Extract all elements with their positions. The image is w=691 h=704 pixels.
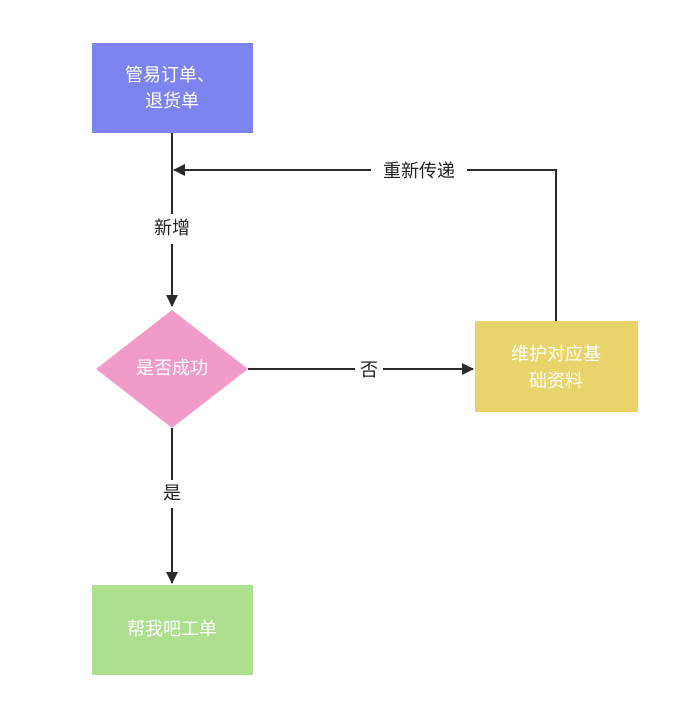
node-fix-line2: 础资料 bbox=[529, 371, 583, 392]
edge-yes-label-bg bbox=[158, 480, 186, 508]
edge-add-label-bg bbox=[147, 214, 197, 244]
node-decision-diamond bbox=[96, 310, 248, 428]
node-fix-line1: 维护对应基 bbox=[511, 344, 601, 365]
edge-no-label: 否 bbox=[360, 360, 378, 381]
node-end: 帮我吧工单 bbox=[92, 585, 253, 675]
edge-resend-label-bg bbox=[371, 156, 467, 186]
node-start-line2: 退货单 bbox=[145, 91, 199, 112]
node-fix-box bbox=[475, 321, 638, 412]
edge-resend-label: 重新传递 bbox=[383, 161, 455, 182]
edges: 新增 否 是 重新传递 bbox=[147, 133, 557, 584]
node-decision: 是否成功 bbox=[96, 310, 248, 428]
node-fix: 维护对应基 础资料 bbox=[475, 321, 638, 412]
node-start-box bbox=[92, 43, 253, 133]
edge-add-label: 新增 bbox=[154, 218, 190, 239]
node-start: 管易订单、 退货单 bbox=[92, 43, 253, 133]
node-end-box bbox=[92, 585, 253, 675]
edge-yes-label: 是 bbox=[163, 483, 181, 504]
node-start-line1: 管易订单、 bbox=[125, 65, 215, 86]
node-end-label: 帮我吧工单 bbox=[127, 619, 217, 640]
node-decision-label: 是否成功 bbox=[136, 358, 208, 379]
edge-resend-connector bbox=[173, 164, 557, 321]
edge-no-label-bg bbox=[355, 355, 383, 383]
